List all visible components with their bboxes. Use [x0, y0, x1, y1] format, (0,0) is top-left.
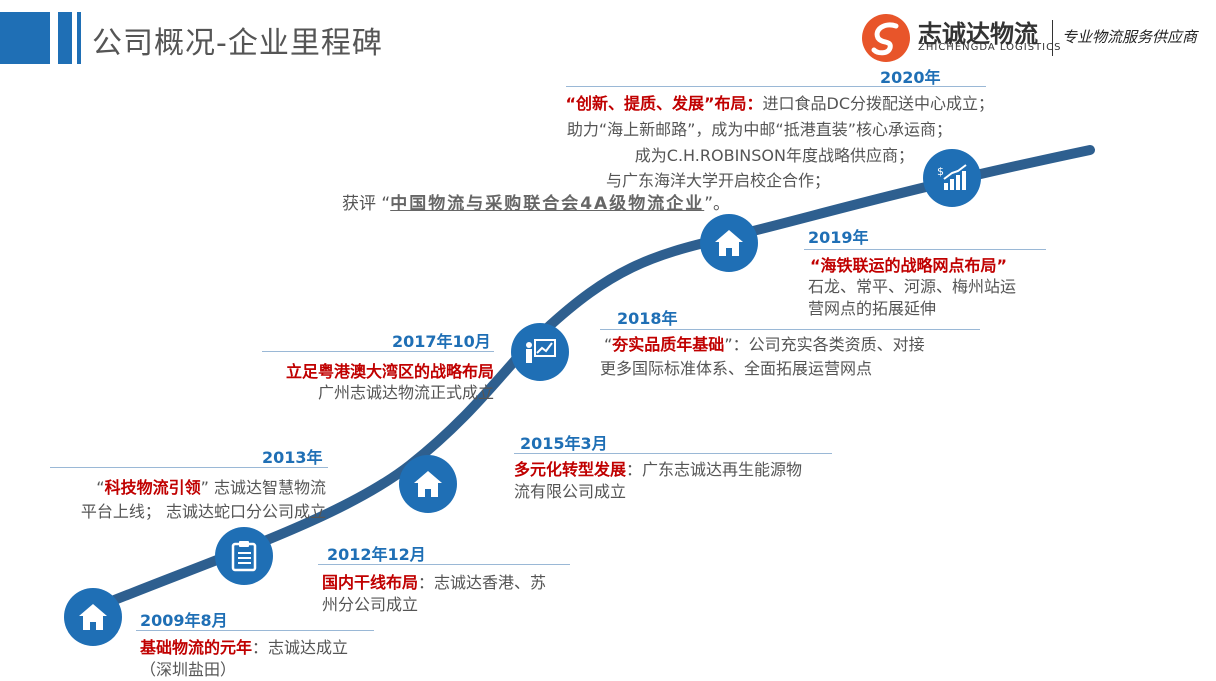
header-accent-block [0, 12, 50, 64]
milestone-2020-text-line5: 获评 “中国物流与采购联合会4A级物流企业”。 [342, 194, 731, 214]
growth-chart-icon: $ [923, 149, 981, 207]
milestone-2012-rule [318, 564, 570, 565]
header-accent-line [77, 12, 81, 64]
milestone-2020-text-line3: 成为C.H.ROBINSON年度战略供应商； [634, 146, 914, 165]
milestone-2017-text-line2: 广州志诚达物流正式成立 [317, 383, 494, 402]
milestone-2020-text-line4: 与广东海洋大学开启校企合作； [605, 171, 830, 190]
milestone-2009-text: 基础物流的元年：志诚达成立 [140, 638, 349, 657]
slogan: 专业物流服务供应商 [1062, 28, 1198, 46]
house-icon [700, 214, 758, 272]
milestone-2019-rule [804, 249, 1046, 250]
company-logo-icon [862, 14, 910, 62]
milestone-2015-text-line2: 流有限公司成立 [514, 482, 627, 501]
milestone-2018-text: “夯实品质年基础”：公司充实各类资质、对接 [604, 335, 925, 354]
logo-name: 志诚达物流 [918, 20, 1038, 48]
milestone-2019-text: “海铁联运的战略网点布局” [810, 256, 1008, 275]
milestone-2020-year: 2020年 [880, 68, 941, 87]
milestone-2018-rule [600, 329, 980, 330]
milestone-2018-text-line2: 更多国际标准体系、全面拓展运营网点 [600, 359, 873, 378]
milestone-2012-text: 国内干线布局：志诚达香港、苏 [322, 573, 547, 592]
svg-text:$: $ [937, 165, 944, 178]
milestone-2020-rule [566, 86, 986, 87]
milestone-2013-text: “科技物流引领” 志诚达智慧物流 [96, 478, 326, 497]
house-icon [64, 588, 122, 646]
presentation-icon [511, 323, 569, 381]
clipboard-icon [215, 527, 273, 585]
house-icon [399, 455, 457, 513]
milestone-2009-text-line2: （深圳盐田） [140, 660, 237, 679]
page-title: 公司概况-企业里程碑 [92, 26, 383, 61]
logo-divider [1052, 20, 1053, 56]
header-accent-bar [58, 12, 72, 64]
milestone-2017-text: 立足粤港澳大湾区的战略布局 [285, 362, 494, 381]
milestone-2015-year: 2015年3月 [520, 434, 608, 453]
milestone-2017-year: 2017年10月 [392, 332, 491, 351]
milestone-2013-text-line2: 平台上线； 志诚达蛇口分公司成立 [80, 502, 326, 521]
milestone-2015-rule [514, 453, 832, 454]
milestone-2013-year: 2013年 [262, 448, 323, 467]
milestone-2017-rule [262, 351, 494, 352]
milestone-2018-year: 2018年 [617, 309, 678, 328]
milestone-2012-year: 2012年12月 [327, 545, 426, 564]
milestone-2013-rule [50, 467, 328, 468]
milestone-2019-year: 2019年 [808, 228, 869, 247]
milestone-2019-text-line3: 营网点的拓展延伸 [808, 299, 937, 318]
milestone-2009-year: 2009年8月 [140, 611, 228, 630]
logo-english-name: ZHICHENGDA LOGISTICS [918, 42, 1062, 53]
milestone-2009-rule [136, 630, 374, 631]
milestone-2012-text-line2: 州分公司成立 [322, 595, 419, 614]
milestone-2020-text-line2: 助力“海上新邮路”，成为中邮“抵港直装”核心承运商； [566, 120, 952, 139]
milestone-2015-text: 多元化转型发展：广东志诚达再生能源物 [514, 460, 803, 479]
milestone-2020-text: “创新、提质、发展”布局：进口食品DC分拨配送中心成立； [565, 94, 994, 113]
milestone-2019-text-line2: 石龙、常平、河源、梅州站运 [808, 277, 1017, 296]
